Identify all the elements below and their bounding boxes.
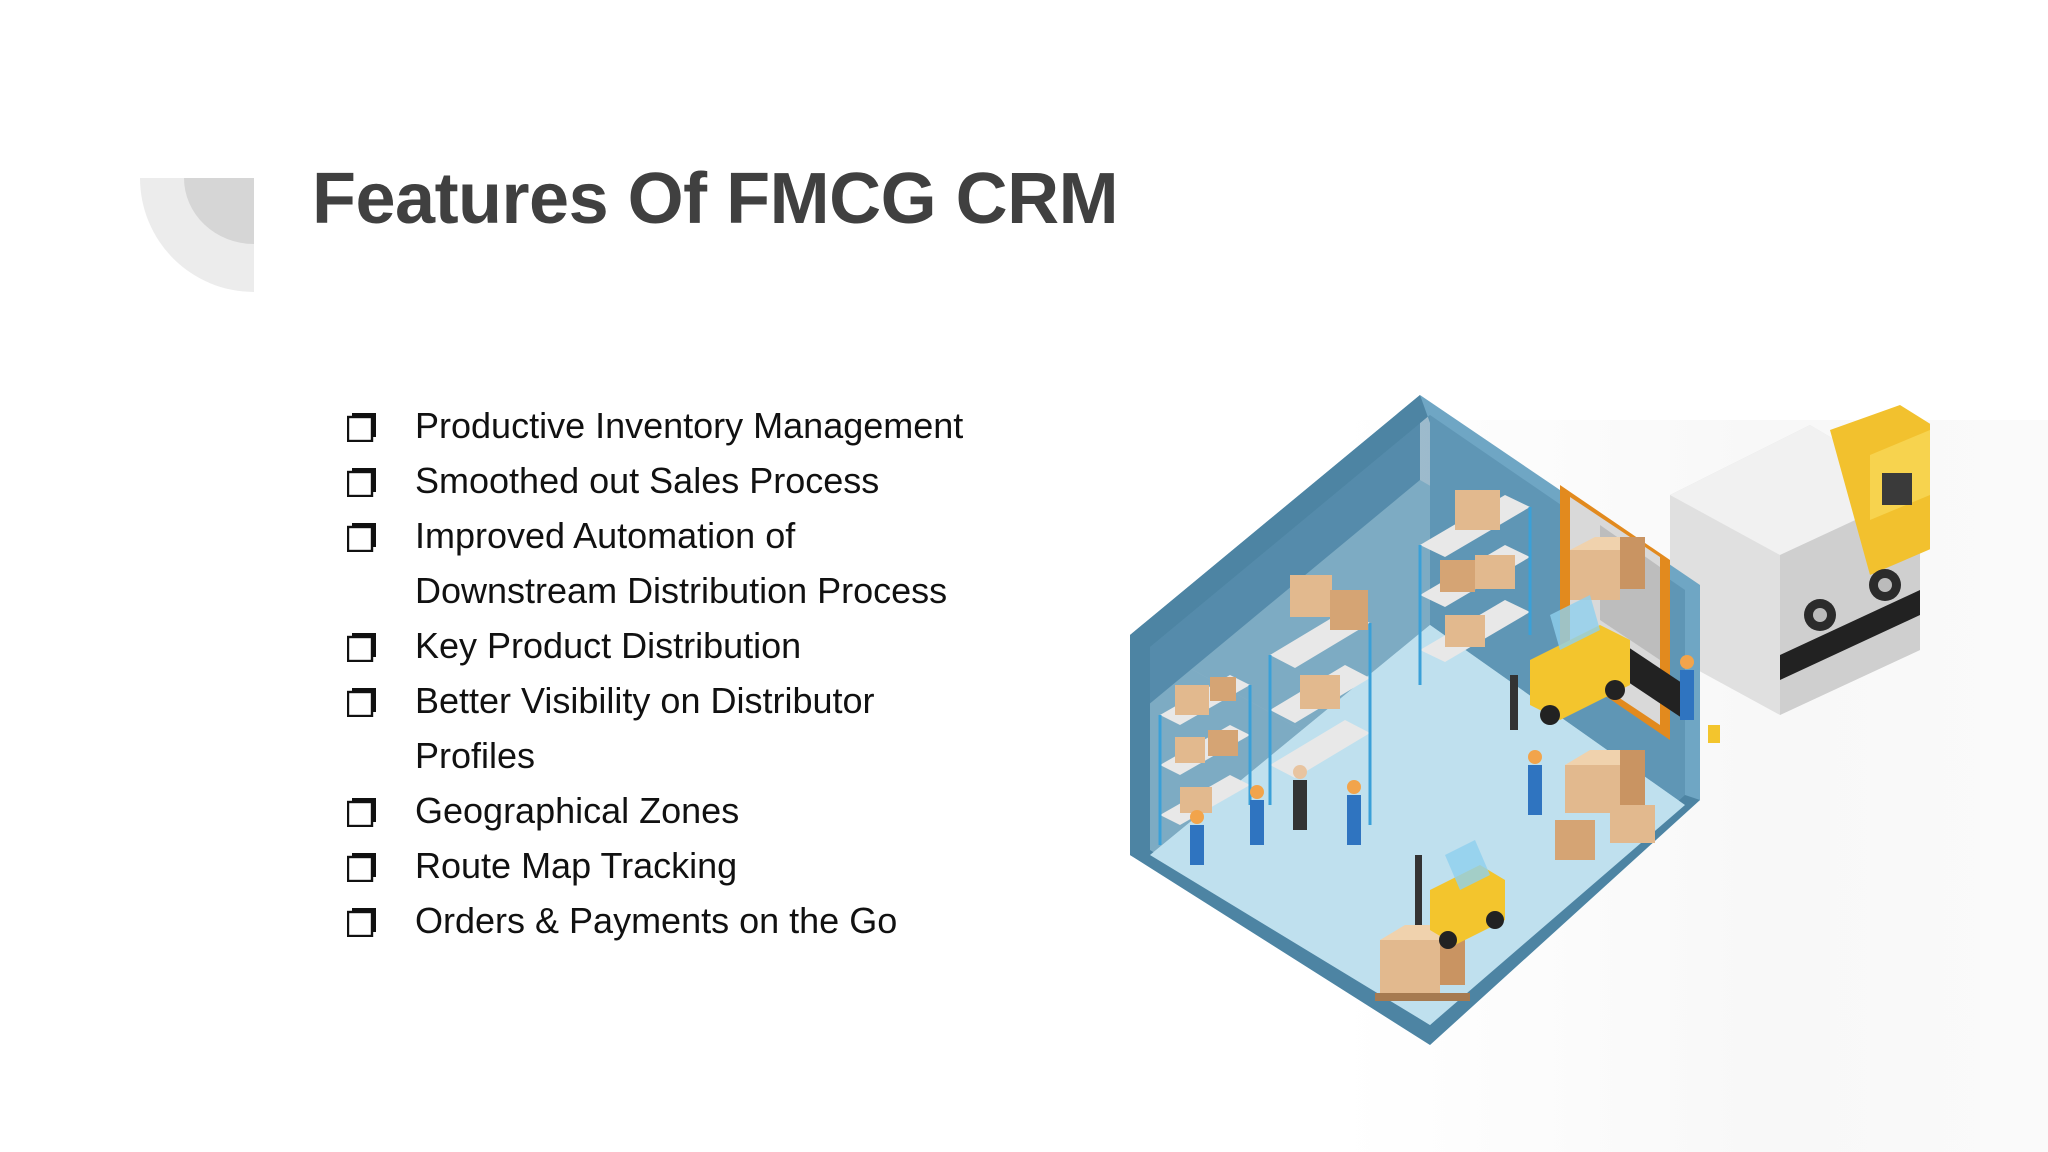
- list-item: Route Map Tracking: [345, 838, 1025, 893]
- bullet-text: Orders & Payments on the Go: [415, 900, 898, 941]
- bullet-text: Key Product Distribution: [415, 625, 802, 666]
- list-item: Key Product Distribution: [345, 618, 1025, 673]
- feature-list: Productive Inventory Management Smoothed…: [345, 398, 1025, 948]
- bullet-text: Improved Automation of Downstream Distri…: [415, 515, 948, 611]
- warehouse-illustration: [1130, 395, 1930, 1045]
- slide-title: Features Of FMCG CRM: [312, 159, 1119, 239]
- shelf-unit: [1418, 490, 1532, 685]
- checkbox-square-icon: [345, 783, 415, 838]
- list-item: Smoothed out Sales Process: [345, 453, 1025, 508]
- bullet-text: Productive Inventory Management: [415, 405, 964, 446]
- bullet-text: Route Map Tracking: [415, 845, 738, 886]
- list-item: Better Visibility on Distributor Profile…: [345, 673, 1025, 783]
- bullet-text: Geographical Zones: [415, 790, 740, 831]
- list-item: Improved Automation of Downstream Distri…: [345, 508, 1025, 618]
- corner-decoration: [140, 178, 254, 292]
- checkbox-square-icon: [345, 893, 415, 948]
- shelf-unit: [1158, 675, 1252, 845]
- checkbox-square-icon: [345, 673, 415, 728]
- bullet-text: Smoothed out Sales Process: [415, 460, 880, 501]
- list-item: Geographical Zones: [345, 783, 1025, 838]
- checkbox-square-icon: [345, 508, 415, 563]
- list-item: Orders & Payments on the Go: [345, 893, 1025, 948]
- checkbox-square-icon: [345, 618, 415, 673]
- checkbox-square-icon: [345, 398, 415, 453]
- worker-icon: [1190, 655, 1694, 865]
- forklift-icon: [1510, 595, 1630, 730]
- forklift-icon: [1415, 840, 1505, 949]
- checkbox-square-icon: [345, 453, 415, 508]
- box-pallet: [1555, 750, 1655, 860]
- checkbox-square-icon: [345, 838, 415, 893]
- truck-icon: [1670, 405, 1930, 715]
- list-item: Productive Inventory Management: [345, 398, 1025, 453]
- shelf-unit: [1268, 575, 1372, 825]
- bullet-text: Better Visibility on Distributor Profile…: [415, 680, 875, 776]
- box-pallet: [1570, 537, 1645, 600]
